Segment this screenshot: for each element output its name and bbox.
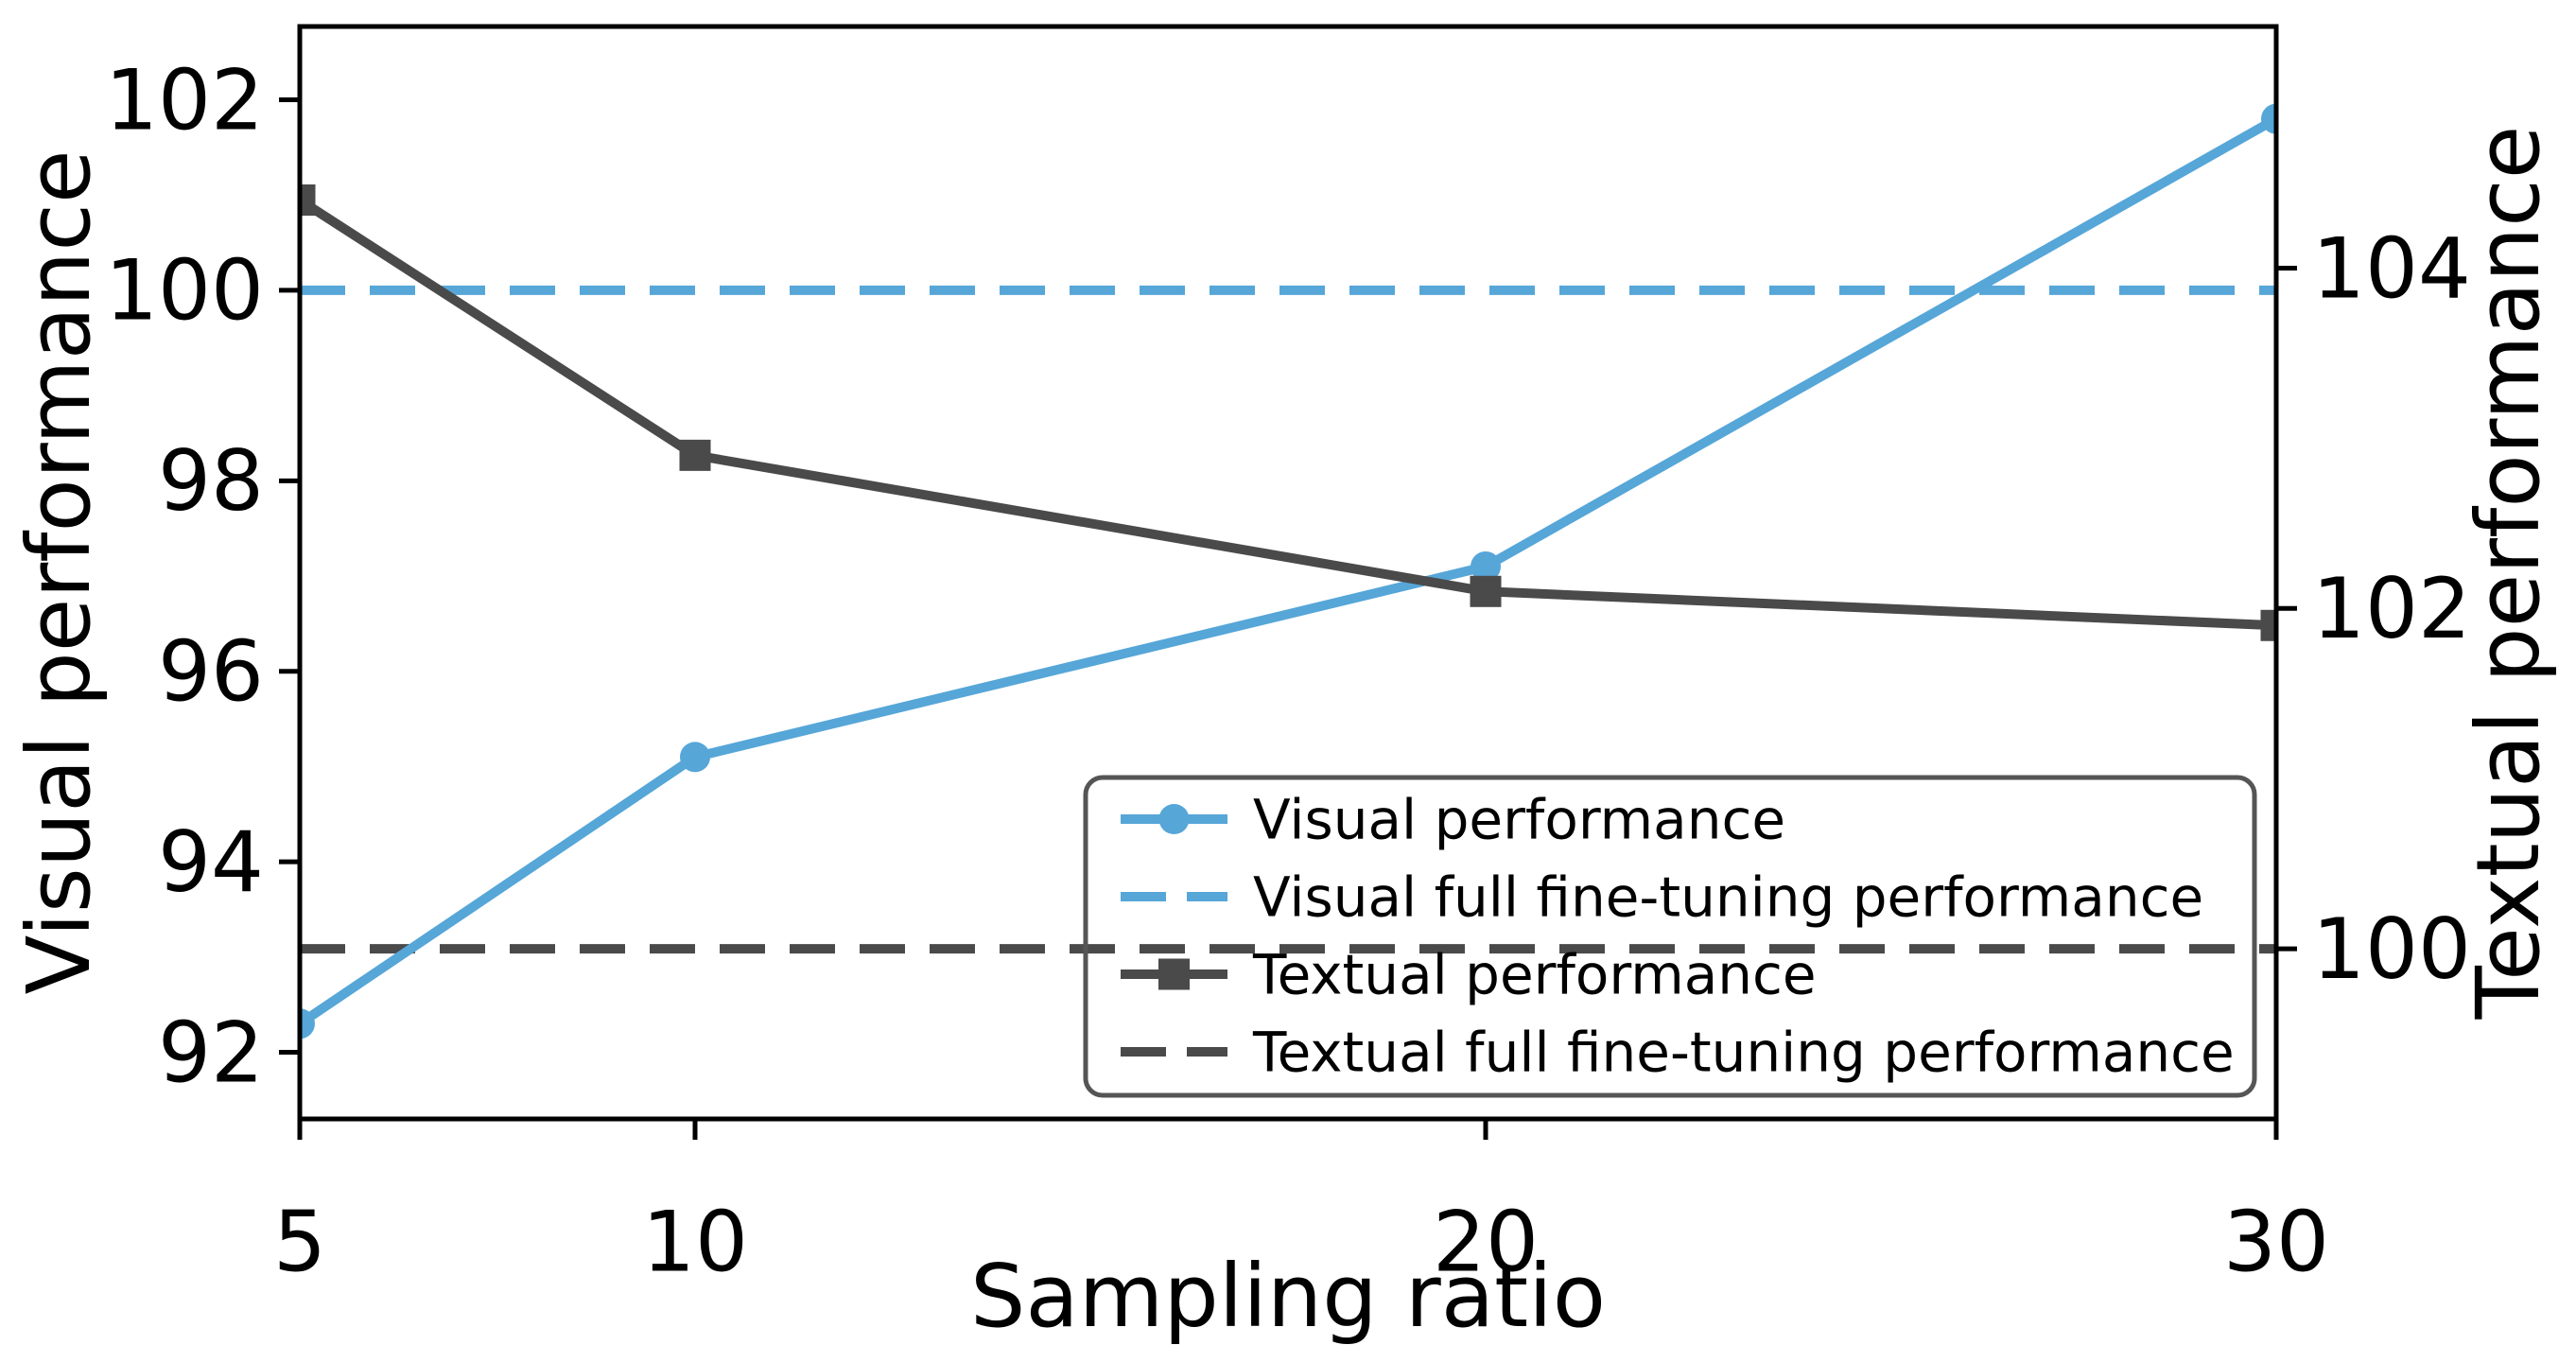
x-tick-label: 30 <box>2223 1193 2329 1290</box>
left-y-axis-label: Visual performance <box>9 149 110 994</box>
data-point-marker <box>1471 550 1501 582</box>
x-tick-label: 20 <box>1433 1193 1539 1290</box>
right-y-tick-label: 104 <box>2312 219 2471 317</box>
legend-box <box>1083 775 2257 1098</box>
legend-label: Visual performance <box>1253 787 1785 851</box>
left-y-tick-label: 96 <box>158 623 264 721</box>
right-y-axis-label: Textual performance <box>2458 126 2559 1021</box>
x-tick-label: 5 <box>273 1193 326 1290</box>
right-y-tick-label: 102 <box>2312 560 2471 657</box>
data-point-marker <box>1470 575 1502 607</box>
legend-sample-marker <box>1158 958 1190 990</box>
data-point-marker <box>300 1008 315 1039</box>
left-y-tick-label: 98 <box>158 432 264 530</box>
axes-layer: 5 10 20 30 92 94 96 98 100 102 100 102 104 <box>105 24 2471 1290</box>
legend-entry: Textual full fine-tuning performance <box>1121 1020 2235 1084</box>
data-point-marker <box>300 184 316 217</box>
left-y-tick-label: 102 <box>105 51 264 148</box>
left-y-tick-label: 100 <box>105 242 264 340</box>
data-point-marker <box>2260 609 2276 641</box>
legend-entry: Visual full fine-tuning performance <box>1121 865 2203 929</box>
legend-label: Visual full fine-tuning performance <box>1253 865 2203 929</box>
plot-border <box>297 24 2279 1122</box>
series-line-visual-performance <box>300 114 2276 1028</box>
data-point-marker <box>679 439 711 471</box>
left-y-tick-label: 92 <box>158 1004 264 1101</box>
data-point-marker <box>680 742 710 773</box>
legend-label: Textual performance <box>1252 942 1817 1006</box>
x-tick-label: 10 <box>642 1193 748 1290</box>
series-layer <box>300 103 2276 1039</box>
legend-entry: Textual performance <box>1121 942 1817 1006</box>
right-y-tick-label: 100 <box>2312 900 2471 998</box>
data-point-marker <box>2261 103 2276 134</box>
left-y-tick-label: 94 <box>158 813 264 911</box>
legend-sample-marker <box>1158 804 1190 834</box>
x-axis-label: Sampling ratio <box>970 1246 1606 1345</box>
legend-entry: Visual performance <box>1121 787 1785 851</box>
series-line-textual-performance <box>300 196 2276 631</box>
legend-label: Textual full fine-tuning performance <box>1252 1020 2235 1084</box>
